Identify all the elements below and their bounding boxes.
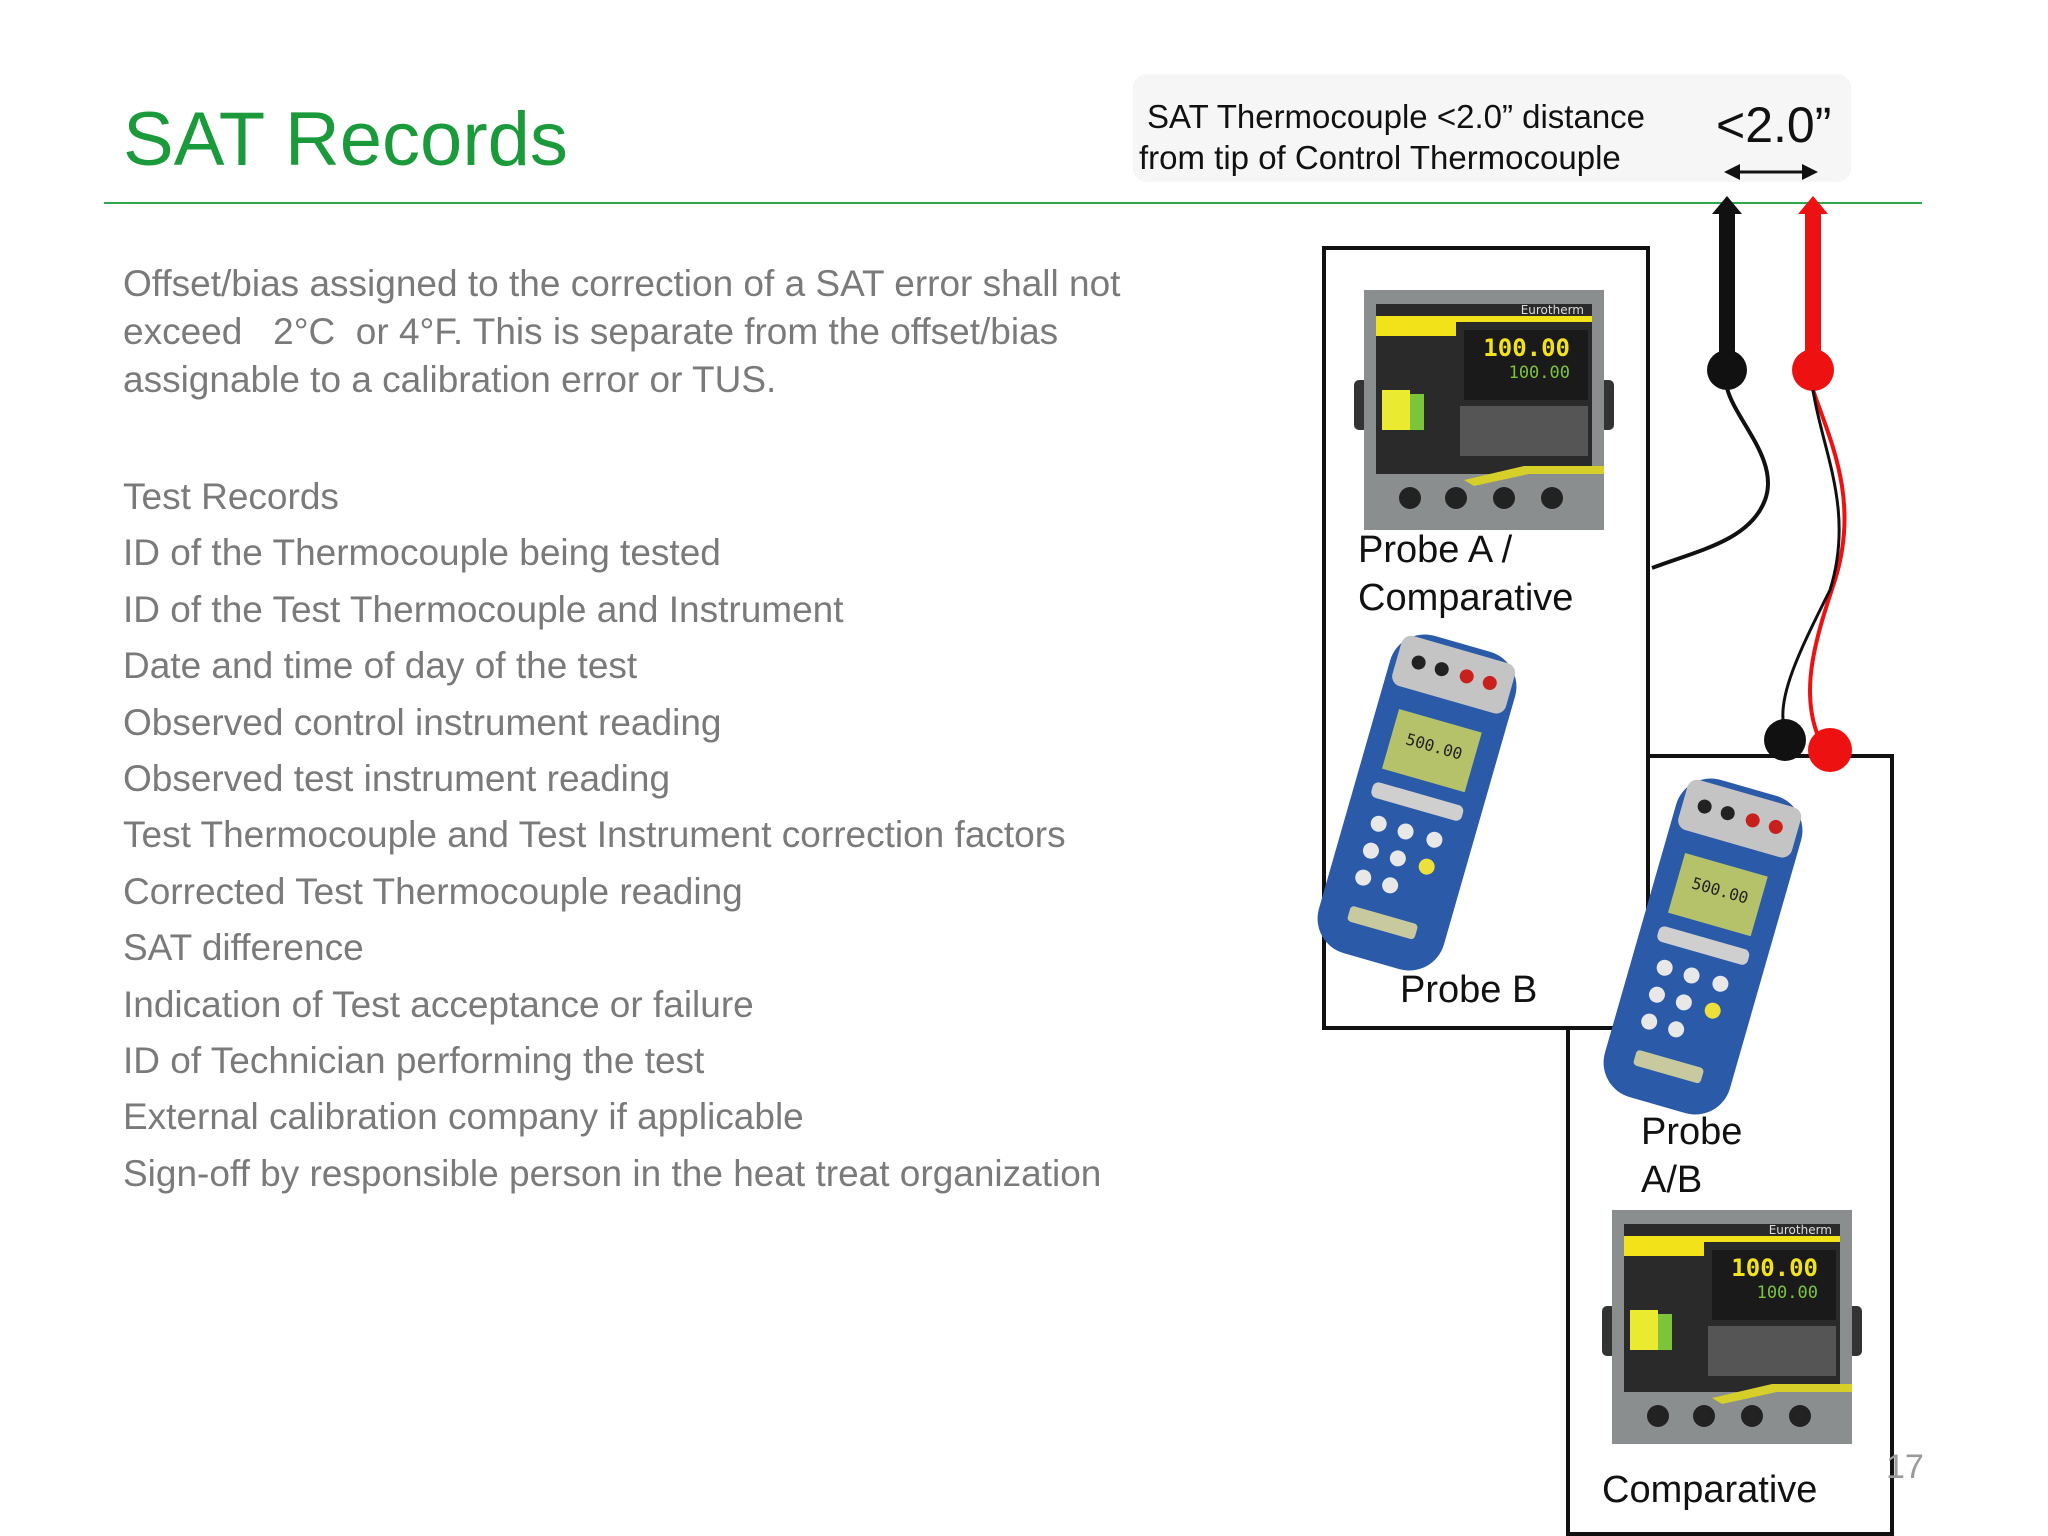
list-item: ID of Technician performing the test <box>123 1040 705 1082</box>
controller-device-1: 100.00 100.00 Eurotherm <box>1354 290 1614 530</box>
box2-label-line-1: Probe <box>1641 1111 1743 1153</box>
list-item: Observed test instrument reading <box>123 758 671 800</box>
callout-text: SAT Thermocouple <2.0” distance from tip… <box>1139 96 1645 178</box>
list-item: ID of the Test Thermocouple and Instrume… <box>123 588 844 630</box>
distance-callout <box>1133 74 1851 182</box>
box1-bottom-label: Probe B <box>1400 969 1538 1011</box>
list-item: Indication of Test acceptance or failure <box>123 983 754 1025</box>
controller-brand: Eurotherm <box>1521 303 1584 317</box>
list-item: Observed control instrument reading <box>123 701 722 743</box>
box1-label-line-2: Comparative <box>1358 577 1574 619</box>
distance-arrow <box>1724 164 1818 180</box>
callout-distance-value: <2.0” <box>1716 97 1832 153</box>
list-item: SAT difference <box>123 927 364 969</box>
title-divider <box>104 202 1922 204</box>
controller-reading-main: 100.00 <box>1731 1254 1818 1282</box>
black-thermocouple <box>1651 196 1770 570</box>
calibrator-device-2: 500.00 <box>1603 778 1803 1115</box>
intro-paragraph: Offset/bias assigned to the correction o… <box>123 260 1120 404</box>
controller-device-2: 100.00 100.00 Eurotherm <box>1602 1210 1862 1444</box>
records-list: Test Records ID of the Thermocouple bein… <box>123 469 1101 1202</box>
list-item: Sign-off by responsible person in the he… <box>123 1152 1102 1194</box>
page-title: SAT Records <box>123 97 568 182</box>
list-item: External calibration company if applicab… <box>123 1096 804 1138</box>
intro-line-2: exceed 2°C or 4°F. This is separate from… <box>123 311 1059 352</box>
red-thermocouple <box>1764 196 1852 772</box>
box1-label-line-1: Probe A / <box>1358 529 1513 571</box>
list-item: Test Records <box>123 476 339 517</box>
calibrator-device-1: 500.00 <box>1317 634 1517 971</box>
callout-line-2: from tip of Control Thermocouple <box>1139 139 1621 176</box>
callout-line-1: SAT Thermocouple <2.0” distance <box>1147 98 1646 135</box>
list-item: Corrected Test Thermocouple reading <box>123 870 743 912</box>
controller-reading-sub: 100.00 <box>1509 363 1570 383</box>
box2-label-line-2: A/B <box>1641 1159 1703 1201</box>
controller-brand: Eurotherm <box>1769 1223 1832 1237</box>
controller-reading-main: 100.00 <box>1483 334 1570 362</box>
intro-line-1: Offset/bias assigned to the correction o… <box>123 263 1121 304</box>
box2-bottom-label: Comparative <box>1602 1469 1818 1511</box>
intro-line-3: assignable to a calibration error or TUS… <box>123 359 777 400</box>
box1-label: Probe A / Comparative <box>1358 526 1573 622</box>
list-item: Date and time of day of the test <box>123 645 638 687</box>
box2-label: Probe A/B <box>1641 1108 1742 1204</box>
page-number: 17 <box>1886 1448 1924 1486</box>
controller-reading-sub: 100.00 <box>1757 1283 1818 1303</box>
list-item: ID of the Thermocouple being tested <box>123 532 721 574</box>
list-item: Test Thermocouple and Test Instrument co… <box>123 814 1066 856</box>
